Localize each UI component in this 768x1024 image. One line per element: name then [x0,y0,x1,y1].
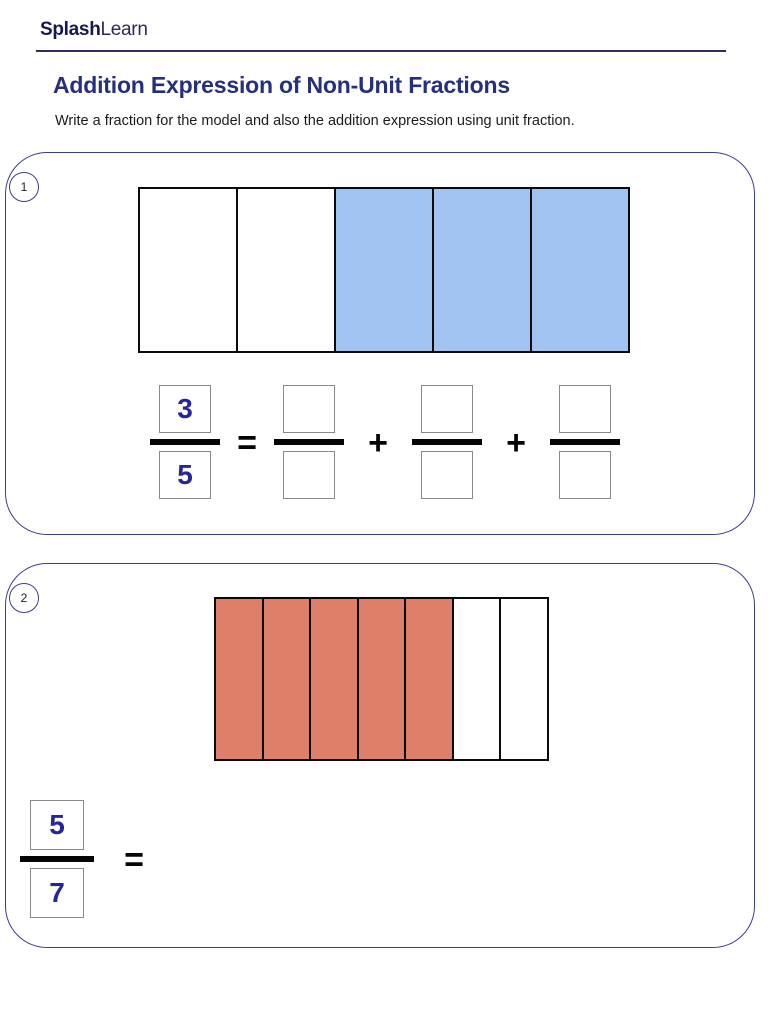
denominator-value: 5 [159,451,211,499]
numerator-value: 3 [159,385,211,433]
fraction-input-1c[interactable] [550,385,620,499]
bar-cell [499,597,549,761]
bar-cell [261,597,312,761]
fraction-bar [150,439,220,445]
fraction-bar [550,439,620,445]
problem-card-2 [5,563,755,948]
splashlearn-logo: SplashLearn [40,19,148,41]
bar-cell [333,187,435,353]
bar-cell [356,597,407,761]
equals-sign: = [237,424,257,462]
fraction-answer-2: 5 7 [20,800,94,918]
equals-sign: = [124,841,144,879]
plus-sign: + [506,424,526,462]
denominator-input[interactable] [283,451,335,499]
denominator-input[interactable] [559,451,611,499]
fraction-bar-model-2 [214,597,549,761]
numerator-input[interactable] [283,385,335,433]
fraction-bar [274,439,344,445]
fraction-input-1b[interactable] [412,385,482,499]
fraction-bar [412,439,482,445]
bar-cell [529,187,631,353]
numerator-input[interactable] [559,385,611,433]
plus-sign: + [368,424,388,462]
fraction-bar [20,856,94,862]
bar-cell [214,597,264,761]
bar-cell [138,187,239,353]
instruction-text: Write a fraction for the model and also … [55,113,575,129]
bar-cell [431,187,533,353]
page-title: Addition Expression of Non-Unit Fraction… [53,72,510,98]
denominator-value: 7 [30,868,84,918]
logo-text-learn: Learn [100,19,148,40]
fraction-answer-1: 3 5 [150,385,220,499]
header-divider [36,50,726,52]
numerator-input[interactable] [421,385,473,433]
problem-card-1 [5,152,755,535]
bar-cell [309,597,359,761]
bar-cell [235,187,337,353]
fraction-input-1a[interactable] [274,385,344,499]
problem-number-badge-1: 1 [9,172,39,202]
logo-text-splash: Splash [40,19,101,40]
bar-cell [451,597,502,761]
bar-cell [404,597,454,761]
fraction-expression-2: 5 7 = [20,795,164,923]
fraction-bar-model-1 [138,187,631,353]
fraction-expression-1: 3 5 = + + [150,378,620,506]
problem-number-badge-2: 2 [9,583,39,613]
page-header: SplashLearn [0,0,768,56]
denominator-input[interactable] [421,451,473,499]
numerator-value: 5 [30,800,84,850]
